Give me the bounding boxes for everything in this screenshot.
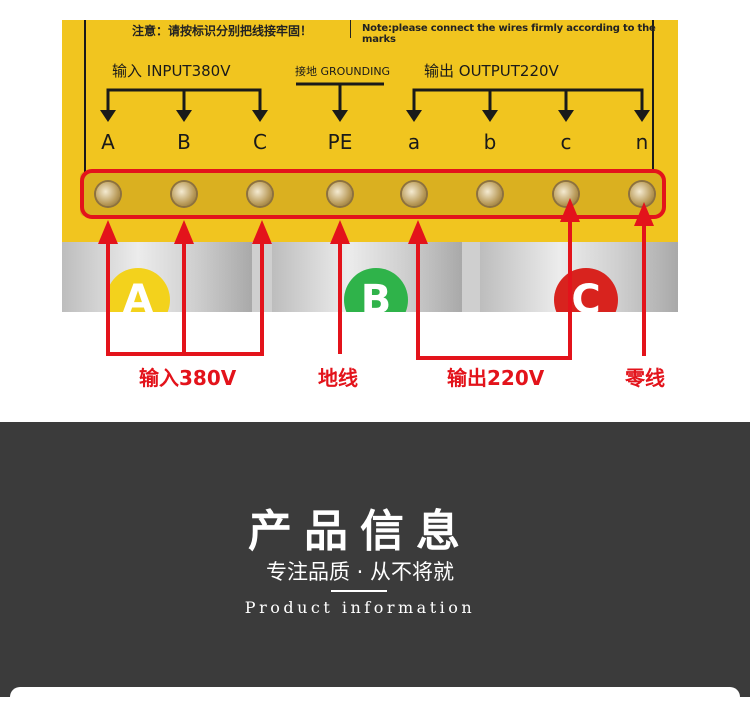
screw-terminal [630, 182, 654, 206]
transformer-terminal-photo: 注意：请按标识分别把线接牢固！ Note:please connect the … [62, 20, 678, 312]
phase-badge-c: C [554, 268, 618, 312]
terminal-label-A: A [101, 130, 115, 154]
terminal-label-c: c [560, 130, 572, 154]
screw-terminal [96, 182, 120, 206]
terminal-label-a: a [407, 130, 421, 154]
screw-terminal [554, 182, 578, 206]
terminal-label-B: B [177, 130, 191, 154]
screw-terminal [328, 182, 352, 206]
plate-arrows [100, 82, 650, 122]
screw-terminal [402, 182, 426, 206]
screw-terminal [478, 182, 502, 206]
section-subtitle: 专注品质 · 从不将就 [265, 560, 455, 584]
screw-terminal [248, 182, 272, 206]
section-title: 产品信息 [248, 506, 472, 557]
content-card-top [10, 687, 740, 707]
terminal-label-b: b [483, 130, 497, 154]
terminal-label-C: C [253, 130, 267, 154]
phase-badge-b: B [344, 268, 408, 312]
neutral-wire-label: 零线 [625, 366, 665, 390]
output-220v-label: 输出220V [447, 366, 545, 390]
terminal-label-PE: PE [327, 130, 353, 154]
product-info-section: 产品信息 专注品质 · 从不将就 Product information [0, 422, 750, 707]
title-underline [331, 590, 387, 592]
notice-chinese: 注意：请按标识分别把线接牢固！ [132, 24, 313, 38]
phase-badge-a: A [106, 268, 170, 312]
input-380v-label: 输入380V [139, 366, 237, 390]
ground-group-label: 接地 GROUNDING [295, 65, 391, 78]
notice-divider [350, 20, 351, 38]
section-english-title: Product information [244, 598, 476, 617]
input-group-label: 输入 INPUT380V [112, 62, 231, 80]
screw-terminal [172, 182, 196, 206]
notice-english: Note:please connect the wires firmly acc… [362, 23, 656, 45]
ground-wire-label: 地线 [318, 366, 358, 390]
output-group-label: 输出 OUTPUT220V [424, 62, 559, 80]
terminal-label-n: n [635, 130, 649, 154]
